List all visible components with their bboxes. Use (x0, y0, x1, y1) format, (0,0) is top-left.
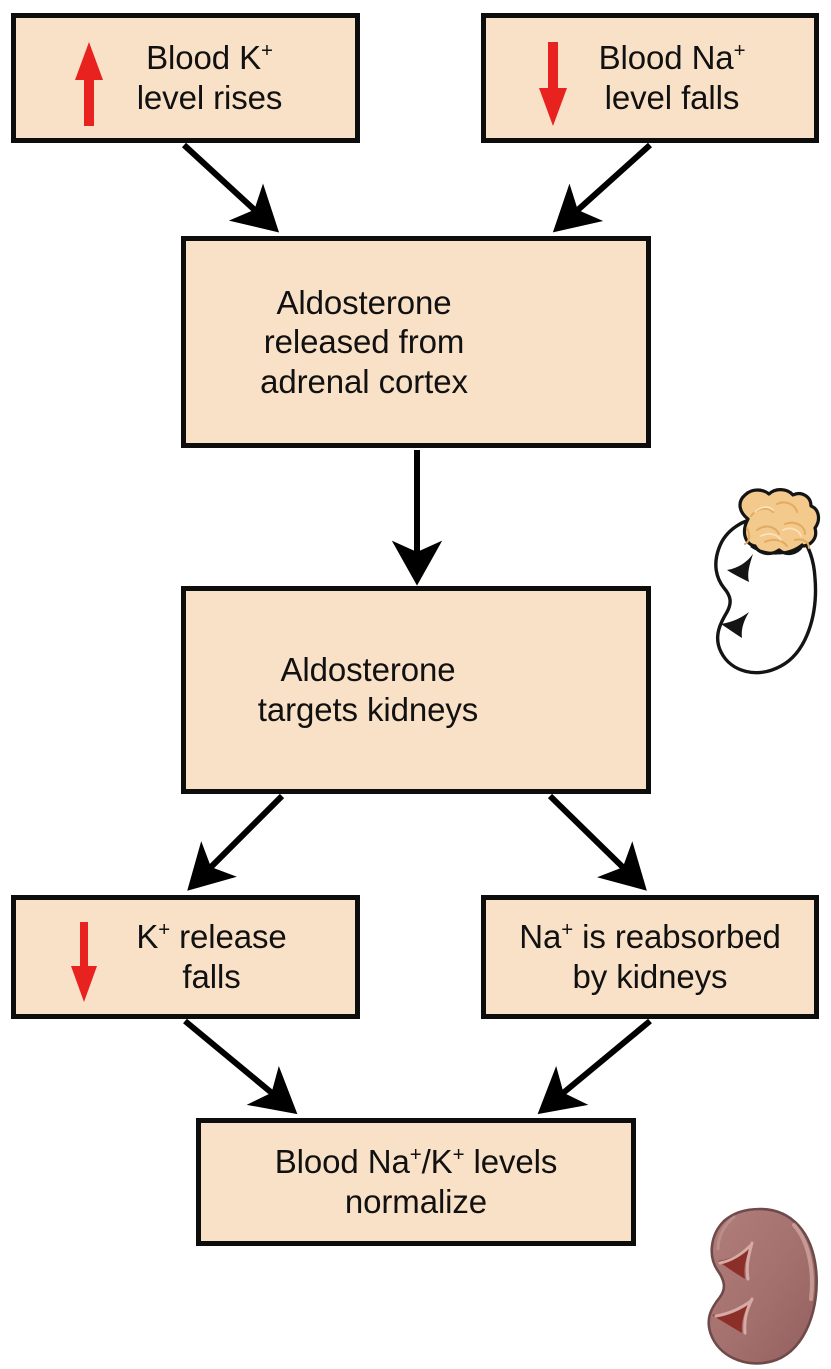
edge-kidneys-to-na-reabsorb (547, 793, 647, 891)
edge-k-release-to-normalize (183, 1018, 298, 1115)
adrenal-gland-on-kidney-illustration (714, 488, 821, 675)
node-label-blood-k-rises: Blood K+level rises (136, 39, 283, 116)
edge-kidneys-to-k-release (187, 793, 285, 891)
red-down-arrow-icon (539, 42, 567, 126)
edge-na-falls-to-aldosterone (552, 142, 653, 233)
flowchart-canvas: Blood K+level rises Blood Na+level falls… (11, 13, 821, 1365)
node-blood-k-rises: Blood K+level rises (11, 13, 360, 143)
node-label-blood-na-falls: Blood Na+level falls (598, 39, 746, 116)
edge-k-rises-to-aldosterone (181, 142, 280, 233)
node-blood-na-falls: Blood Na+level falls (481, 13, 819, 143)
edge-na-reabsorb-to-normalize (537, 1018, 652, 1115)
kidney-illustration (707, 1207, 818, 1365)
red-down-arrow-icon (71, 922, 97, 1002)
red-up-arrow-icon (75, 42, 103, 126)
